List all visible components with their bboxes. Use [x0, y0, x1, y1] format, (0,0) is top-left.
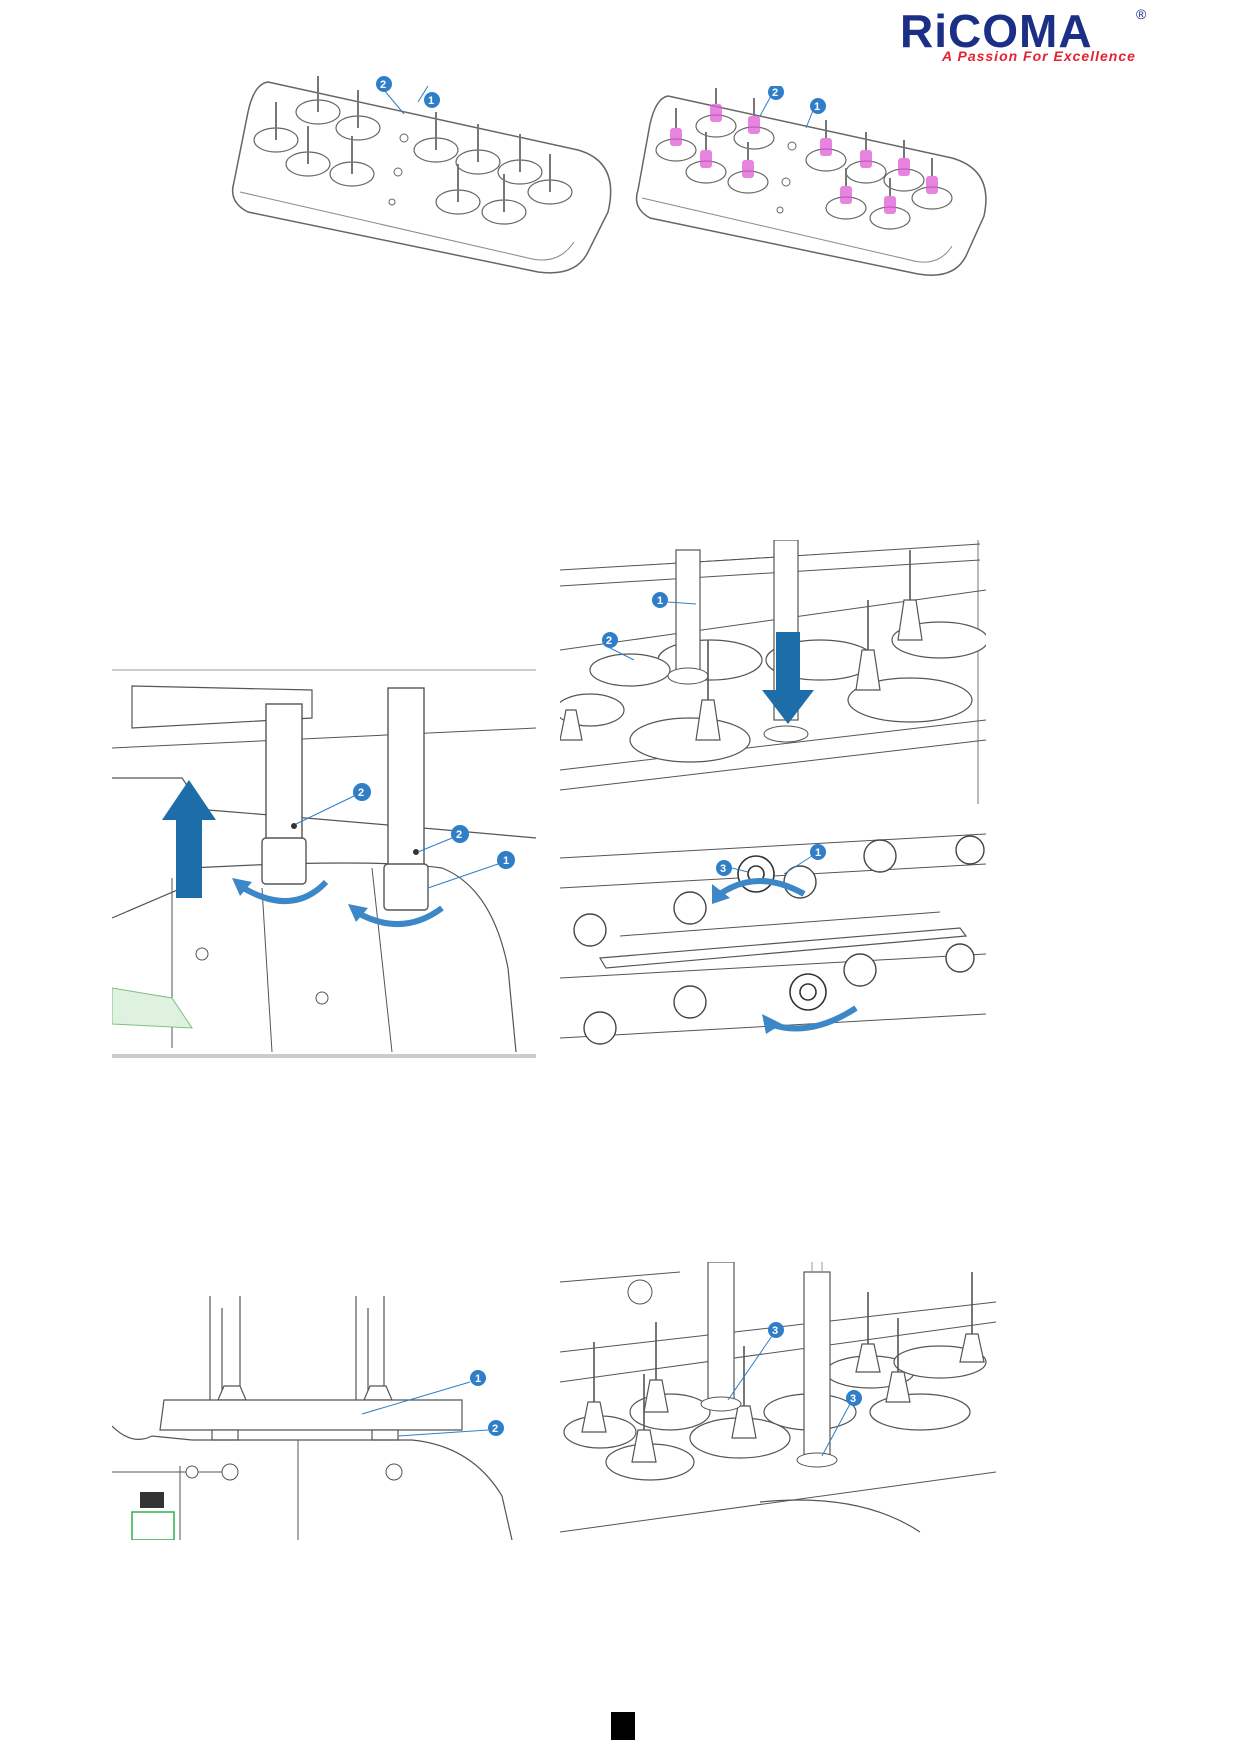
figure-thread-stand-with-cones: 2 1: [632, 86, 994, 286]
thread-stand-plain-drawing: 2 1: [231, 76, 612, 274]
page-number-marker: [611, 1712, 635, 1740]
svg-text:3: 3: [850, 1393, 856, 1405]
callout-1: 1: [470, 1370, 486, 1386]
callout-3: 3: [768, 1322, 784, 1338]
pole-removal-drawing: 2 2 1: [112, 669, 536, 1058]
svg-text:1: 1: [428, 95, 434, 107]
callout-3: 3: [716, 860, 732, 876]
callout-2: 2: [451, 825, 469, 843]
svg-text:3: 3: [720, 863, 726, 875]
plate-side-view-drawing: 1 2: [112, 1296, 513, 1540]
svg-text:3: 3: [772, 1325, 778, 1337]
svg-text:1: 1: [657, 595, 663, 607]
arrow-down: [762, 632, 814, 724]
callout-2: 2: [488, 1420, 504, 1436]
callout-2: 2: [353, 783, 371, 801]
svg-text:2: 2: [492, 1423, 498, 1435]
svg-text:2: 2: [380, 79, 386, 91]
callout-1: 1: [810, 98, 826, 114]
svg-text:2: 2: [456, 829, 462, 841]
callout-2: 2: [602, 632, 618, 648]
callout-1: 1: [810, 844, 826, 860]
callout-1: 1: [652, 592, 668, 608]
figure-pole-insert: 1 2: [560, 540, 986, 804]
svg-text:1: 1: [503, 855, 509, 867]
svg-text:2: 2: [358, 787, 364, 799]
figure-thread-stand-plain: 2 1: [228, 72, 620, 284]
bracket-rotate-drawing: 3 1: [560, 833, 986, 1045]
brand-logo: RiCOMA ® A Passion For Excellence: [900, 6, 1200, 66]
figure-pole-removal: 2 2 1: [112, 668, 536, 1060]
stand-installed-drawing: 3 3: [560, 1262, 996, 1533]
svg-text:1: 1: [814, 101, 820, 113]
arrow-up: [162, 780, 216, 898]
svg-text:2: 2: [772, 87, 778, 99]
svg-text:1: 1: [475, 1373, 481, 1385]
figure-stand-installed: 3 3: [560, 1262, 996, 1540]
svg-text:2: 2: [606, 635, 612, 647]
pole-insert-drawing: 1 2: [560, 540, 986, 804]
callout-2: 2: [768, 86, 784, 100]
callout-1: 1: [497, 851, 515, 869]
figure-plate-side-view: 1 2: [112, 1296, 544, 1540]
brand-tagline: A Passion For Excellence: [942, 48, 1136, 64]
brand-name: RiCOMA: [900, 5, 1093, 57]
callout-3: 3: [846, 1390, 862, 1406]
figure-bracket-rotate: 3 1: [560, 828, 986, 1054]
callout-2: 2: [376, 76, 392, 92]
thread-stand-cones-drawing: 2 1: [635, 86, 987, 276]
registered-mark: ®: [1136, 6, 1147, 22]
callout-1: 1: [424, 92, 440, 108]
svg-text:1: 1: [815, 847, 821, 859]
